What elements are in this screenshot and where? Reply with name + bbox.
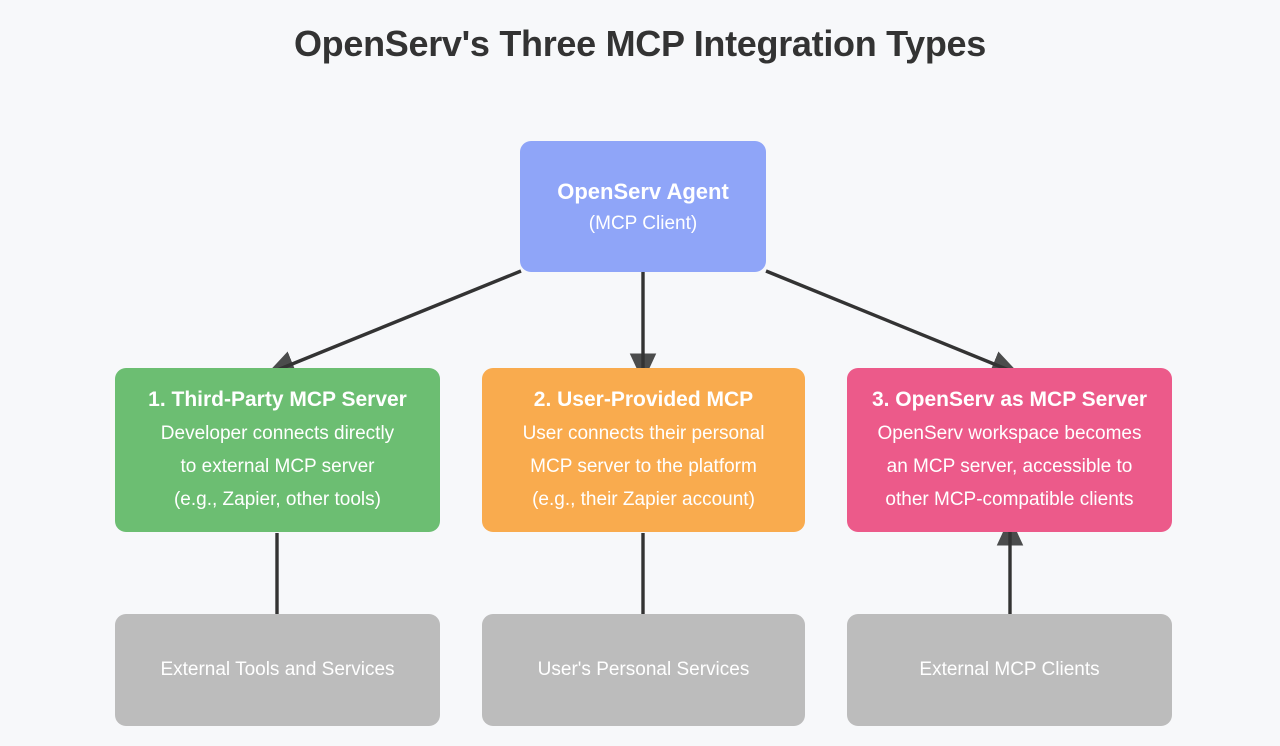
description-line: (e.g., their Zapier account) <box>532 488 755 510</box>
node-third-party-mcp-server-description: Developer connects directly to external … <box>161 417 394 516</box>
description-line: to external MCP server <box>180 455 375 477</box>
node-openserv-agent[interactable]: OpenServ Agent (MCP Client) <box>520 141 766 272</box>
description-line: MCP server to the platform <box>530 455 757 477</box>
description-line: (e.g., Zapier, other tools) <box>173 488 381 510</box>
node-users-personal-services-label: User's Personal Services <box>537 659 750 680</box>
node-user-provided-mcp-description: User connects their personal MCP server … <box>523 417 765 516</box>
node-user-provided-mcp-title: 2. User-Provided MCP <box>533 387 754 411</box>
description-line: Developer connects directly <box>160 422 395 444</box>
description-line: an MCP server, accessible to <box>886 455 1133 477</box>
description-line: User connects their personal <box>522 422 765 444</box>
description-line: other MCP-compatible clients <box>885 488 1134 510</box>
node-external-tools-and-services-label: External Tools and Services <box>160 659 395 680</box>
node-openserv-as-mcp-server-title: 3. OpenServ as MCP Server <box>871 387 1148 411</box>
page-title: OpenServ's Three MCP Integration Types <box>293 23 986 64</box>
node-external-tools-and-services[interactable]: External Tools and Services <box>115 614 440 726</box>
node-external-mcp-clients-label: External MCP Clients <box>919 659 1100 680</box>
node-users-personal-services[interactable]: User's Personal Services <box>482 614 805 726</box>
node-user-provided-mcp[interactable]: 2. User-Provided MCP User connects their… <box>482 368 805 532</box>
description-line: OpenServ workspace becomes <box>877 422 1142 444</box>
node-third-party-mcp-server-title: 1. Third-Party MCP Server <box>148 387 407 411</box>
node-openserv-agent-subtitle: (MCP Client) <box>588 212 698 234</box>
node-external-mcp-clients[interactable]: External MCP Clients <box>847 614 1172 726</box>
node-openserv-agent-title: OpenServ Agent <box>557 178 729 204</box>
node-third-party-mcp-server[interactable]: 1. Third-Party MCP Server Developer conn… <box>115 368 440 532</box>
node-openserv-as-mcp-server-description: OpenServ workspace becomes an MCP server… <box>877 417 1141 516</box>
edge-agent-to-openserv-server <box>765 269 1020 377</box>
edge-agent-to-third-party <box>266 269 522 377</box>
node-openserv-as-mcp-server[interactable]: 3. OpenServ as MCP Server OpenServ works… <box>847 368 1172 532</box>
